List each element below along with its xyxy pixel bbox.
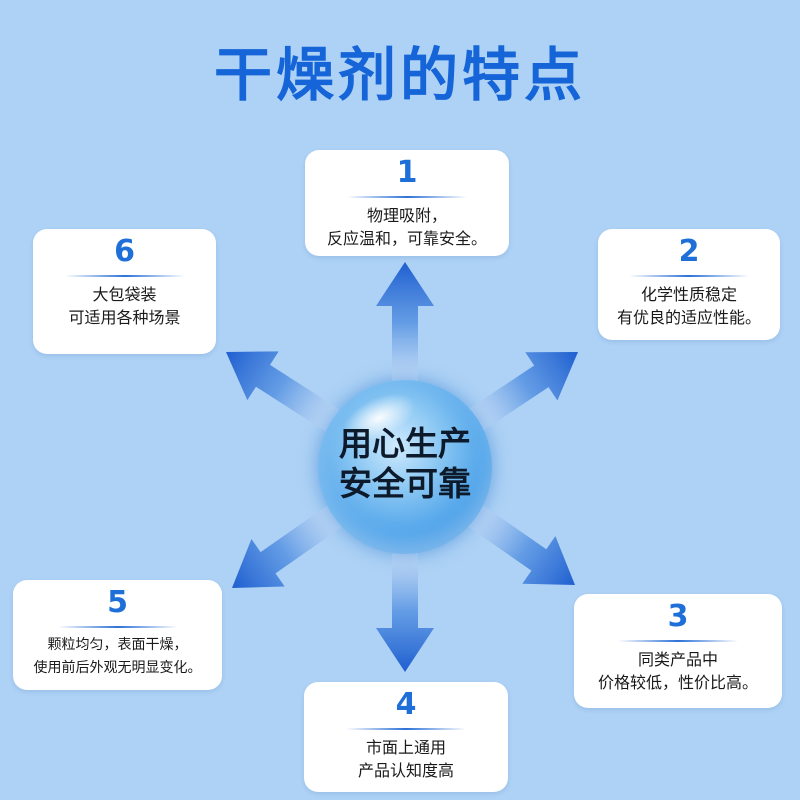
arrow-shape: [231, 496, 356, 589]
page-title: 干燥剂的特点: [213, 41, 586, 109]
feature-divider: [629, 275, 749, 277]
feature-card-1: 1 物理吸附， 反应温和，可靠安全。: [305, 150, 509, 256]
feature-text-line-2: 价格较低，性价比高。: [597, 673, 758, 692]
feature-number: 6: [114, 234, 135, 269]
center-line-1: 用心生产: [339, 424, 471, 463]
arrow-to-card-4: [376, 537, 434, 672]
feature-text-line-1: 颗粒均匀，表面干燥，: [47, 637, 188, 653]
feature-card-2: 2 化学性质稳定 有优良的适应性能。: [598, 229, 780, 340]
feature-text-line-1: 大包袋装: [92, 285, 157, 304]
arrow-shape: [376, 262, 434, 397]
feature-number: 5: [107, 585, 128, 620]
arrow-shape: [456, 351, 579, 440]
feature-text-line-1: 同类产品中: [637, 650, 718, 669]
feature-text-line-2: 有优良的适应性能。: [616, 308, 761, 327]
center-orb: 用心生产 安全可靠: [318, 380, 492, 554]
feature-number: 4: [395, 687, 417, 722]
arrow-to-card-3: [455, 496, 575, 586]
arrow-shape: [376, 537, 434, 672]
feature-divider: [64, 275, 185, 277]
feature-text-line-2: 可适用各种场景: [68, 308, 181, 327]
feature-card-6: 6 大包袋装 可适用各种场景: [33, 229, 216, 354]
feature-divider: [57, 626, 178, 628]
arrow-to-card-2: [456, 351, 579, 440]
feature-card-3: 3 同类产品中 价格较低，性价比高。: [574, 594, 782, 708]
feature-divider: [347, 196, 467, 198]
center-text: 用心生产 安全可靠: [318, 424, 492, 504]
center-line-2: 安全可靠: [339, 464, 471, 503]
feature-text-line-1: 化学性质稳定: [640, 285, 737, 304]
arrow-to-card-6: [226, 351, 354, 441]
feature-number: 1: [396, 155, 418, 190]
feature-text-line-2: 产品认知度高: [357, 761, 454, 780]
feature-card-5: 5 颗粒均匀，表面干燥， 使用前后外观无明显变化。: [13, 580, 222, 690]
feature-text-line-2: 反应温和，可靠安全。: [326, 229, 487, 248]
feature-divider: [346, 728, 466, 730]
feature-divider: [618, 640, 738, 642]
arrow-shape: [226, 351, 354, 441]
feature-text-line-1: 市面上通用: [365, 738, 446, 757]
feature-text-line-2: 使用前后外观无明显变化。: [33, 660, 202, 676]
feature-number: 2: [678, 234, 700, 269]
feature-card-4: 4 市面上通用 产品认知度高: [304, 682, 508, 792]
feature-number: 3: [667, 599, 689, 634]
arrow-to-card-5: [231, 496, 356, 589]
arrow-to-card-1: [376, 262, 434, 397]
feature-text-line-1: 物理吸附，: [366, 206, 447, 225]
arrow-shape: [455, 496, 575, 586]
